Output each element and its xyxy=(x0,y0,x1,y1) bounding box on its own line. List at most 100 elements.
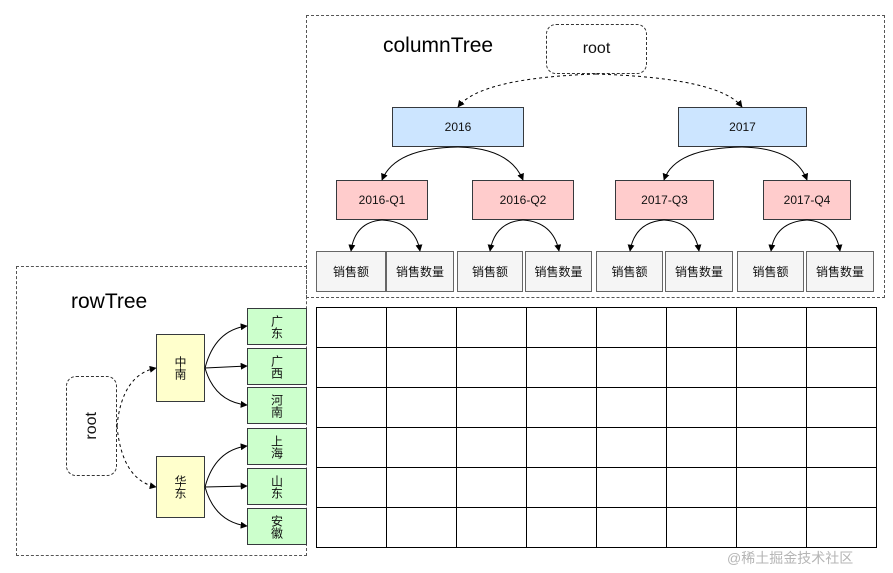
grid-cell xyxy=(806,347,877,388)
year-node-2016: 2016 xyxy=(392,107,524,147)
grid-cell xyxy=(456,467,527,508)
grid-row xyxy=(316,427,877,468)
measure-label: 销售数量 xyxy=(395,265,444,279)
measure-node: 销售数量 xyxy=(665,251,733,292)
province-label: 河南 xyxy=(269,393,284,418)
grid-cell xyxy=(386,427,457,468)
region-node-huadong: 华东 xyxy=(156,456,205,518)
quarter-label: 2017-Q4 xyxy=(783,193,831,207)
grid-cell xyxy=(456,307,527,348)
column-tree-root-label: root xyxy=(582,40,611,57)
grid-cell xyxy=(666,427,737,468)
grid-cell xyxy=(736,507,807,548)
measure-label: 销售数量 xyxy=(674,265,723,279)
measure-node: 销售额 xyxy=(316,251,386,292)
region-label: 中南 xyxy=(173,356,187,380)
column-tree-container xyxy=(306,15,885,298)
grid-cell xyxy=(596,387,667,428)
measure-label: 销售额 xyxy=(611,265,648,279)
grid-cell xyxy=(596,467,667,508)
quarter-node-2016-q2: 2016-Q2 xyxy=(472,180,574,220)
measure-node: 销售数量 xyxy=(806,251,874,292)
grid-cell xyxy=(666,507,737,548)
grid-cell xyxy=(316,507,387,548)
measure-node: 销售额 xyxy=(596,251,663,292)
grid-cell xyxy=(526,347,597,388)
province-label: 山东 xyxy=(269,474,284,499)
grid-cell xyxy=(596,427,667,468)
quarter-label: 2016-Q2 xyxy=(499,193,547,207)
grid-cell xyxy=(316,387,387,428)
grid-cell xyxy=(666,347,737,388)
grid-cell xyxy=(386,387,457,428)
grid-row xyxy=(316,387,877,428)
quarter-node-2017-q3: 2017-Q3 xyxy=(615,180,714,220)
grid-cell xyxy=(806,467,877,508)
measure-node: 销售数量 xyxy=(386,251,454,292)
province-node: 广西 xyxy=(247,348,307,385)
province-label: 广东 xyxy=(269,314,284,339)
grid-cell xyxy=(526,427,597,468)
grid-row xyxy=(316,307,877,348)
grid-cell xyxy=(316,467,387,508)
grid-cell xyxy=(806,507,877,548)
grid-cell xyxy=(666,387,737,428)
grid-cell xyxy=(456,427,527,468)
province-label: 安徽 xyxy=(269,514,284,539)
grid-cell xyxy=(456,507,527,548)
region-node-zhongnan: 中南 xyxy=(156,334,205,402)
year-label: 2017 xyxy=(729,120,756,134)
province-node: 河南 xyxy=(247,387,307,424)
measure-node: 销售额 xyxy=(737,251,804,292)
grid-cell xyxy=(736,387,807,428)
grid-cell xyxy=(386,507,457,548)
province-label: 上海 xyxy=(269,434,284,459)
province-label: 广西 xyxy=(269,354,284,379)
grid-cell xyxy=(596,507,667,548)
grid-cell xyxy=(736,347,807,388)
province-node: 广东 xyxy=(247,308,307,345)
row-tree-root-label: root xyxy=(82,412,100,440)
grid-cell xyxy=(666,467,737,508)
province-node: 上海 xyxy=(247,428,307,465)
quarter-node-2017-q4: 2017-Q4 xyxy=(763,180,851,220)
grid-cell xyxy=(526,507,597,548)
measure-label: 销售额 xyxy=(752,265,789,279)
grid-cell xyxy=(386,307,457,348)
grid-row xyxy=(316,507,877,548)
column-tree-title: columnTree xyxy=(383,34,494,57)
grid-cell xyxy=(456,387,527,428)
quarter-node-2016-q1: 2016-Q1 xyxy=(336,180,428,220)
grid-cell xyxy=(386,347,457,388)
measure-label: 销售额 xyxy=(332,265,369,279)
grid-cell xyxy=(316,307,387,348)
grid-row xyxy=(316,467,877,508)
grid-cell xyxy=(526,387,597,428)
grid-cell xyxy=(456,347,527,388)
measure-node: 销售数量 xyxy=(525,251,592,292)
grid-cell xyxy=(596,307,667,348)
quarter-label: 2016-Q1 xyxy=(358,193,406,207)
measure-label: 销售数量 xyxy=(815,265,864,279)
measure-node: 销售额 xyxy=(457,251,523,292)
grid-cell xyxy=(736,427,807,468)
data-grid xyxy=(316,307,877,548)
grid-cell xyxy=(526,467,597,508)
row-tree-root-node: root xyxy=(66,376,117,476)
year-node-2017: 2017 xyxy=(678,107,807,147)
grid-cell xyxy=(806,427,877,468)
grid-cell xyxy=(736,467,807,508)
measure-label: 销售数量 xyxy=(534,265,583,279)
grid-row xyxy=(316,347,877,388)
grid-cell xyxy=(316,427,387,468)
watermark: @稀土掘金技术社区 xyxy=(727,550,854,566)
grid-cell xyxy=(526,307,597,348)
column-tree-root-node: root xyxy=(546,24,647,74)
grid-cell xyxy=(316,347,387,388)
province-node: 山东 xyxy=(247,468,307,505)
grid-cell xyxy=(806,387,877,428)
region-label: 华东 xyxy=(173,475,187,499)
province-node: 安徽 xyxy=(247,508,307,545)
grid-cell xyxy=(386,467,457,508)
quarter-label: 2017-Q3 xyxy=(641,193,688,207)
